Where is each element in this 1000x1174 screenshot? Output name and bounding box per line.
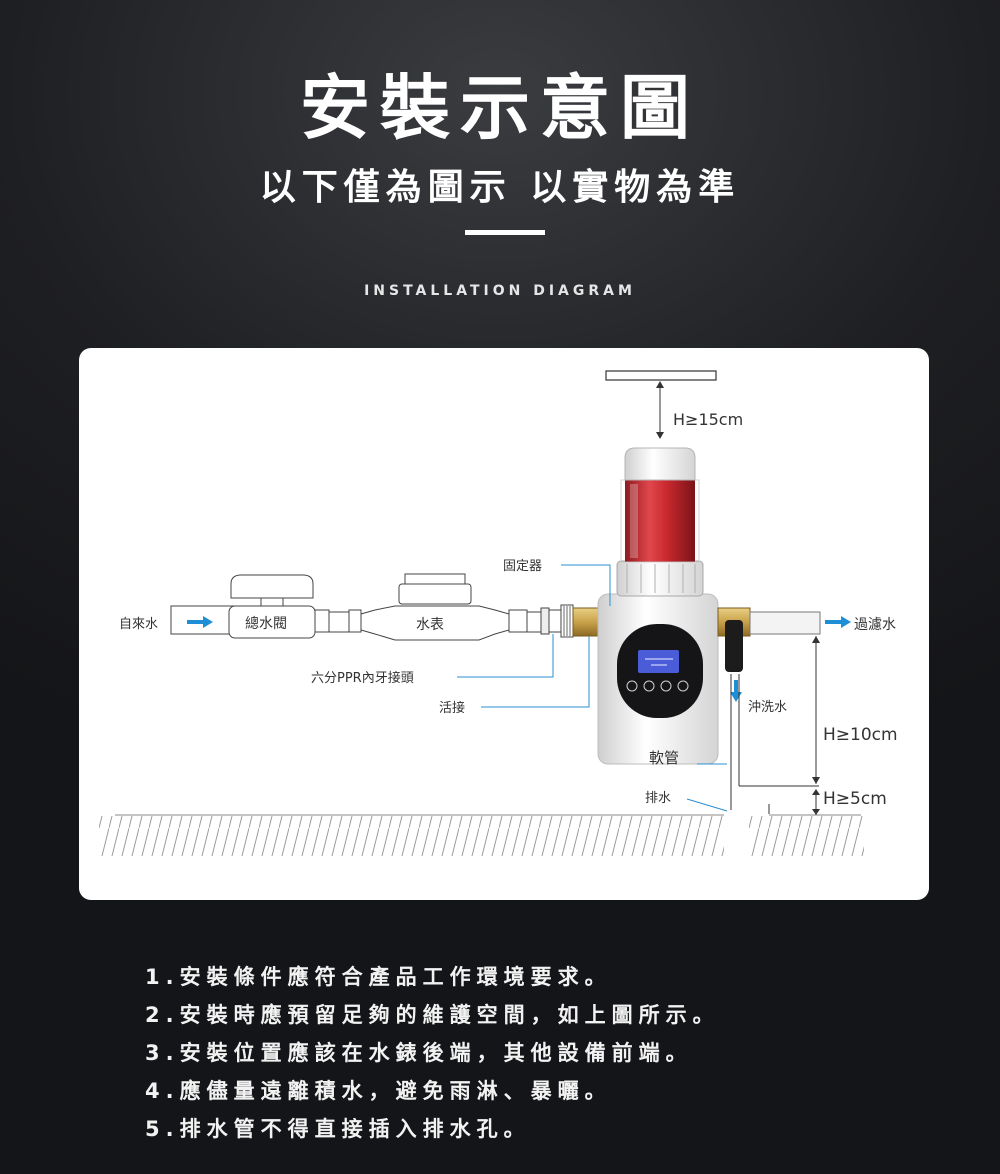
- title-divider: [465, 230, 545, 235]
- pipe-segment: [348, 609, 362, 633]
- arrow-down-icon: [656, 432, 664, 439]
- panel-button-2-icon[interactable]: [643, 680, 655, 692]
- valve-stem: [260, 597, 284, 607]
- label-tap-water: 自來水: [119, 617, 158, 632]
- label-flush-water: 沖洗水: [748, 700, 787, 715]
- panel-button-3-icon[interactable]: [660, 680, 672, 692]
- label-filtered-water: 過濾水: [854, 617, 896, 633]
- label-clearance-top: H≥15cm: [673, 410, 743, 429]
- ceiling-plate: [605, 370, 717, 381]
- panel-button-1-icon[interactable]: [626, 680, 638, 692]
- brass-inlet-fitting: [572, 607, 600, 637]
- filter-top-cap: [624, 447, 696, 481]
- note-item: 3.安裝位置應該在水錶後端，其他設備前端。: [145, 1041, 693, 1065]
- leader-line-ppr-joint: [457, 634, 554, 678]
- label-ppr-joint: 六分PPR內牙接頭: [311, 670, 414, 686]
- valve-handle: [230, 574, 314, 599]
- leader-line-union: [481, 636, 590, 708]
- leader-line-drain: [686, 798, 728, 812]
- arrow-up-icon: [812, 636, 820, 643]
- outflow-arrow-icon: [841, 616, 851, 628]
- label-main-valve: 總水閥: [245, 615, 287, 632]
- union-ring: [540, 607, 550, 635]
- arrow-up-icon: [656, 381, 664, 388]
- outlet-pipe: [749, 611, 821, 635]
- label-drain: 排水: [645, 791, 671, 806]
- pipe-segment: [508, 609, 528, 633]
- filter-cartridge: [625, 480, 695, 562]
- label-clearance-outlet: H≥10cm: [823, 725, 898, 745]
- inflow-arrow-icon: [203, 616, 213, 628]
- leader-line-fixer: [561, 564, 611, 606]
- drain-valve: [725, 620, 743, 672]
- arrow-down-icon: [812, 809, 820, 815]
- english-title: INSTALLATION DIAGRAM: [364, 283, 636, 299]
- pipe-segment: [328, 611, 350, 633]
- note-item: 2.安裝時應預留足夠的維護空間，如上圖所示。: [145, 1003, 720, 1027]
- lcd-screen: [638, 650, 679, 673]
- note-item: 5.排水管不得直接插入排水孔。: [145, 1117, 531, 1141]
- meter-head: [398, 583, 472, 605]
- label-clearance-drain: H≥5cm: [823, 789, 887, 809]
- label-union: 活接: [439, 700, 465, 716]
- label-fixer: 固定器: [503, 559, 542, 574]
- ground-hatch-left: [99, 816, 724, 856]
- installation-diagram: H≥15cm 自來水 總水閥 水表: [99, 370, 898, 856]
- note-item: 1.安裝條件應符合產品工作環境要求。: [145, 965, 612, 989]
- meter-cap: [404, 573, 466, 585]
- note-item: 4.應儘量遠離積水，避免雨淋、暴曬。: [145, 1079, 612, 1103]
- page-title: 安裝示意圖: [300, 67, 700, 149]
- label-water-meter: 水表: [416, 617, 444, 633]
- pipe-segment: [314, 609, 330, 633]
- filter-lock-ring: [616, 560, 704, 597]
- page-subtitle: 以下僅為圖示 以實物為準: [259, 167, 741, 208]
- installation-notes: 1.安裝條件應符合產品工作環境要求。 2.安裝時應預留足夠的維護空間，如上圖所示…: [145, 962, 720, 1152]
- arrow-down-icon: [812, 777, 820, 784]
- panel-button-4-icon[interactable]: [677, 680, 689, 692]
- union-ring: [548, 609, 562, 633]
- diagram-panel: H≥15cm 自來水 總水閥 水表: [79, 348, 929, 900]
- arrow-up-icon: [812, 789, 820, 795]
- label-hose: 軟管: [649, 749, 679, 767]
- flush-arrow-icon: [730, 692, 742, 702]
- ground-hatch-right: [749, 816, 864, 856]
